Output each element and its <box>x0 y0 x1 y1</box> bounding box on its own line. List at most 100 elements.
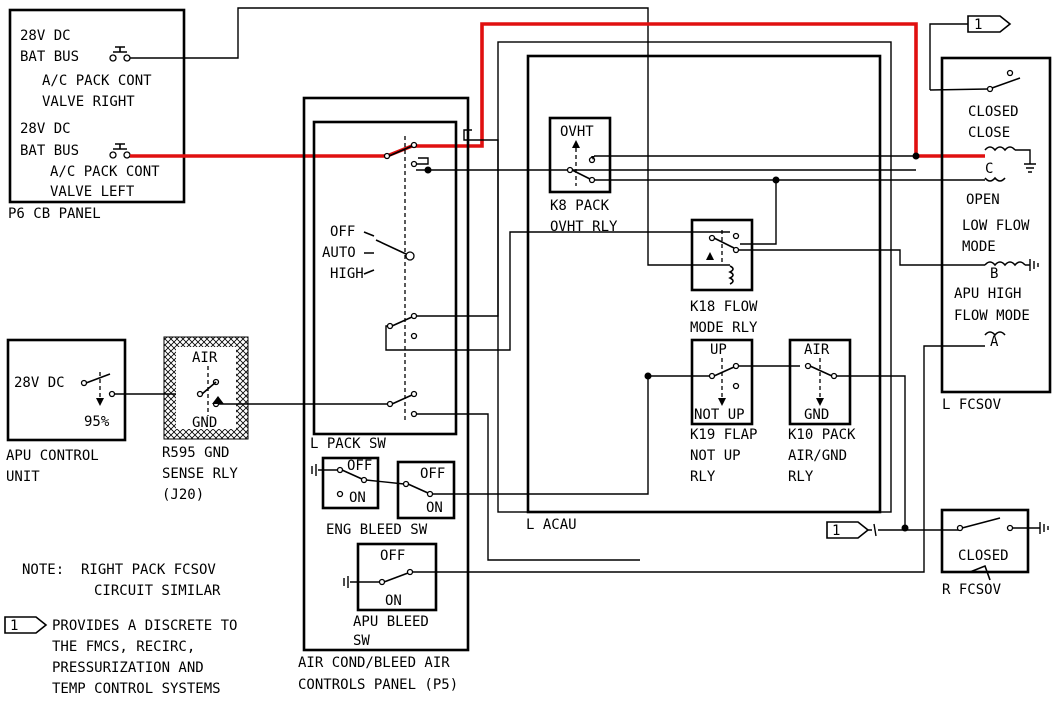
l-fcsov-lowflow-line1: LOW FLOW <box>962 218 1030 234</box>
wire-k10-out <box>836 375 906 528</box>
r595-relay: AIR GND <box>163 336 249 440</box>
eng-on-label: ON <box>349 490 366 506</box>
l-fcsov-open-label: OPEN <box>966 192 1000 208</box>
l-fcsov-lowflow-line2: MODE <box>962 239 996 255</box>
r595-air-label: AIR <box>192 350 218 366</box>
wire-k18-lowflow <box>738 249 985 266</box>
note-line1: NOTE: RIGHT PACK FCSOV <box>22 562 216 578</box>
k10-title-line3: RLY <box>788 469 814 485</box>
wire-packsw-upper <box>416 129 499 317</box>
l-fcsov-apuhigh-line2: FLOW MODE <box>954 308 1030 324</box>
apu-control-unit: 28V DC 95% <box>6 338 127 442</box>
k8-pack-ovht-relay: OVHT <box>548 116 612 194</box>
l-fcsov-b-label: B <box>990 266 998 282</box>
k18-title-line2: MODE RLY <box>690 320 758 336</box>
k10-pack-air-gnd-relay: AIR GND <box>788 338 852 426</box>
pack-sw-auto-label: AUTO <box>322 245 356 261</box>
flag-1-mid: 1 <box>826 521 960 539</box>
pack-switch-lever-icon <box>375 239 415 261</box>
l-fcsov-closed-label: CLOSED <box>968 104 1019 120</box>
l-fcsov-a-label: A <box>990 334 999 350</box>
flag-1-note: 1 <box>4 616 48 634</box>
apu-unit-title-line1: APU CONTROL <box>6 448 99 464</box>
r595-title-line1: R595 GND <box>162 445 229 461</box>
mid-flag-number: 1 <box>832 523 840 539</box>
k19-title-line1: K19 FLAP <box>690 427 757 443</box>
r-fcsov-closed-label: CLOSED <box>958 548 1009 564</box>
k10-air-label: AIR <box>804 342 830 358</box>
apu-bleed-off-label: OFF <box>380 548 405 564</box>
cb-left-label-line2: VALVE LEFT <box>50 184 135 200</box>
r595-title-line2: SENSE RLY <box>162 466 238 482</box>
p5-title-line2: CONTROLS PANEL (P5) <box>298 677 458 693</box>
note-flag-number: 1 <box>10 618 18 634</box>
wire-right-bus <box>130 7 730 266</box>
eng-off-label: OFF <box>347 458 372 474</box>
acau-title: L ACAU <box>526 517 577 533</box>
pack-sw-off-label: OFF <box>330 224 355 240</box>
discrete-line1: PROVIDES A DISCRETE TO <box>52 618 237 634</box>
l-acau-box <box>526 54 882 514</box>
pack-sw-contact-1-icon <box>383 141 429 168</box>
bus2-label-line1: 28V DC <box>20 121 71 137</box>
p5-panel <box>302 96 470 652</box>
wire-k8-k18 <box>740 180 777 245</box>
r-fcsov-switch-icon <box>956 517 1049 581</box>
circuit-breaker-left-icon <box>109 143 131 159</box>
discrete-line4: TEMP CONTROL SYSTEMS <box>52 681 221 697</box>
apu-percent-label: 95% <box>84 414 110 430</box>
l-pack-sw-box <box>312 120 458 436</box>
k19-title-line3: RLY <box>690 469 716 485</box>
k19-not-up-label: NOT UP <box>694 407 745 423</box>
k10-title-line1: K10 PACK <box>788 427 856 443</box>
eng-bleed-title: ENG BLEED SW <box>326 522 428 538</box>
l-fcsov-title: L FCSOV <box>942 397 1002 413</box>
k19-up-label: UP <box>710 342 727 358</box>
note-line2: CIRCUIT SIMILAR <box>94 583 221 599</box>
k8-title-line2: OVHT RLY <box>550 219 618 235</box>
p6-cb-panel: 28V DC BAT BUS A/C PACK CONT VALVE RIGHT… <box>8 8 186 204</box>
r595-title-line3: (J20) <box>162 487 204 503</box>
p5-title-line1: AIR COND/BLEED AIR <box>298 655 450 671</box>
cb-left-label-line1: A/C PACK CONT <box>50 164 160 180</box>
eng-on2-label: ON <box>426 500 443 516</box>
r595-gnd-label: GND <box>192 415 217 431</box>
k8-ovht-label: OVHT <box>560 124 594 140</box>
apu-bleed-switch: OFF ON <box>343 542 438 612</box>
discrete-line3: PRESSURIZATION AND <box>52 660 204 676</box>
highlighted-circuit-wire <box>130 22 985 158</box>
top-flag-number: 1 <box>974 17 982 33</box>
l-fcsov-coil-c-icon <box>984 146 1036 182</box>
pack-sw-ticks <box>363 231 375 275</box>
k18-title-line1: K18 FLOW <box>690 299 758 315</box>
l-fcsov-coil-b-icon <box>984 259 1039 271</box>
flag-1-top: 1 <box>929 15 1012 90</box>
wire-eng-bleed <box>432 376 649 495</box>
k19-flap-not-up-relay: UP NOT UP <box>690 338 754 426</box>
apu-bleed-title-line1: APU BLEED <box>353 614 429 630</box>
apu-voltage-label: 28V DC <box>14 375 65 391</box>
pack-sw-high-label: HIGH <box>330 266 364 282</box>
apu-switch-icon <box>80 372 116 406</box>
wire-packsw-k18 <box>385 231 730 351</box>
r-fcsov-title: R FCSOV <box>942 582 1002 598</box>
cb-right-label-line2: VALVE RIGHT <box>42 94 135 110</box>
l-fcsov-close-label: CLOSE <box>968 125 1010 141</box>
l-fcsov-coil-a-icon <box>984 331 1006 337</box>
pack-sw-contact-2-icon <box>386 312 418 340</box>
bus2-label-line2: BAT BUS <box>20 143 79 159</box>
k18-flow-mode-relay <box>690 218 754 292</box>
l-fcsov-position-switch-icon <box>929 69 1021 93</box>
apu-bleed-title-line2: SW <box>353 633 370 649</box>
discrete-line2: THE FMCS, RECIRC, <box>52 639 195 655</box>
apu-bleed-on-label: ON <box>385 593 402 609</box>
wire-apu-bleed <box>412 345 985 573</box>
bus1-label-line2: BAT BUS <box>20 49 79 65</box>
bus1-label-line1: 28V DC <box>20 28 71 44</box>
eng-bleed-switch: OFF ON OFF ON <box>311 456 456 520</box>
circuit-breaker-right-icon <box>109 46 131 62</box>
k8-title-line1: K8 PACK <box>550 198 610 214</box>
cb-right-label-line1: A/C PACK CONT <box>42 73 152 89</box>
pack-sw-contact-3-icon <box>386 390 418 418</box>
